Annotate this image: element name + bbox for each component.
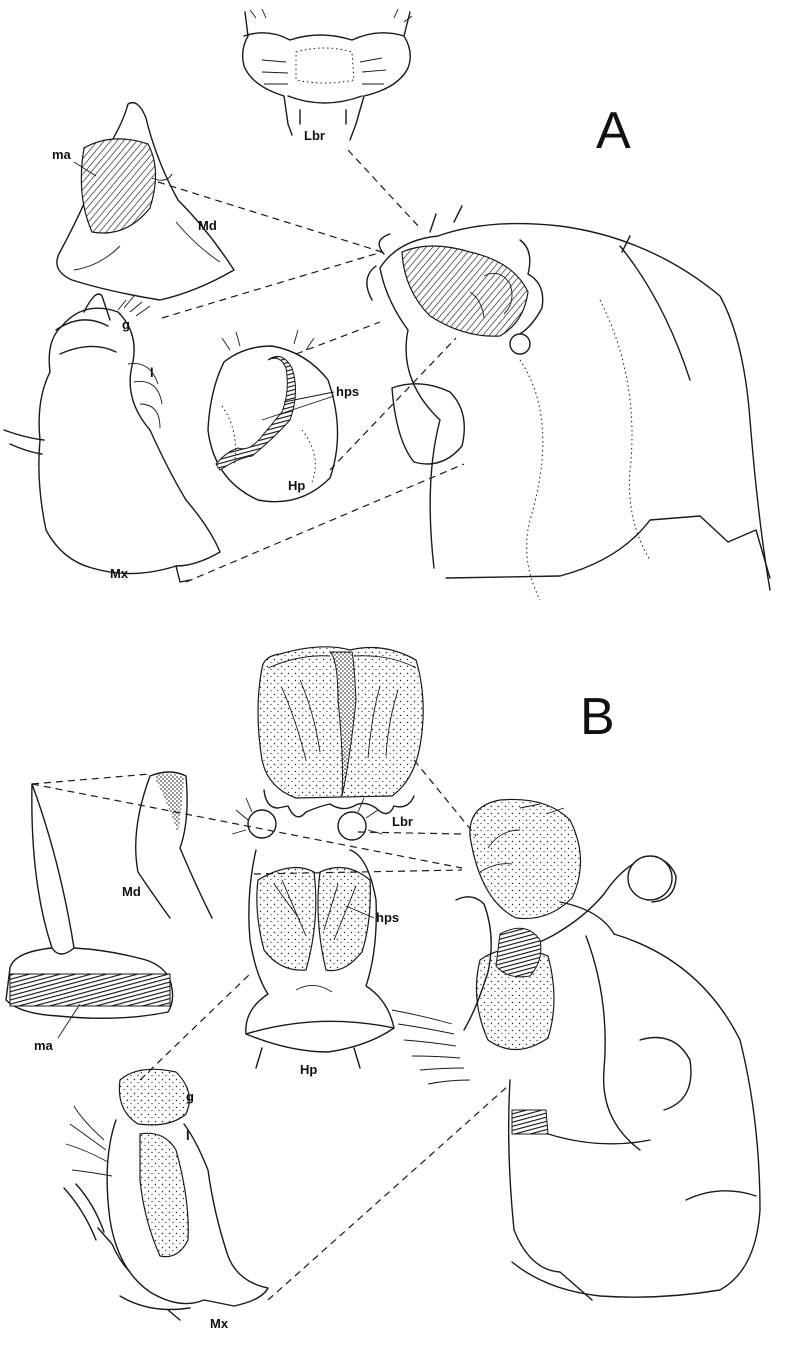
panel-b-label-md: Md <box>122 884 141 899</box>
panel-a-letter: A <box>596 102 631 160</box>
panel-b-label-lbr: Lbr <box>392 814 413 829</box>
panel-a-label-l: l <box>150 365 154 380</box>
panel-a-label-g: g <box>122 317 130 332</box>
panel-b-labrum-drawing <box>258 647 423 817</box>
panel-b-maxilla-drawing <box>64 1069 268 1320</box>
panel-b-connectors <box>32 760 508 1300</box>
panel-a-connectors <box>158 150 464 582</box>
panel-a-label-hps: hps <box>336 384 359 399</box>
panel-a-maxilla-drawing <box>4 294 220 582</box>
panel-b-letter: B <box>580 688 615 746</box>
panel-a-label-lbr: Lbr <box>304 128 325 143</box>
panel-a-mandible-drawing <box>57 103 234 300</box>
panel-b-label-l: l <box>186 1128 190 1143</box>
panel-a-label-hp: Hp <box>288 478 305 493</box>
panel-b: B Lbr Md ma <box>6 647 760 1331</box>
panel-b-label-g: g <box>186 1089 194 1104</box>
panel-a-hypopharynx-drawing <box>208 330 338 502</box>
panel-b-label-mx: Mx <box>210 1316 229 1331</box>
panel-b-label-ma: ma <box>34 1038 54 1053</box>
panel-a-labrum-drawing <box>243 9 412 140</box>
panel-b-head-drawing <box>392 799 760 1300</box>
panel-a-head-drawing <box>367 206 770 600</box>
panel-b-hypopharynx-drawing <box>232 798 394 1068</box>
panel-b-mandible-drawing <box>6 772 212 1018</box>
panel-b-label-hps: hps <box>376 910 399 925</box>
panel-a: A Lbr ma Md g l Mx <box>4 9 770 600</box>
panel-a-label-mx: Mx <box>110 566 129 581</box>
panel-a-label-ma: ma <box>52 147 72 162</box>
panel-a-label-md: Md <box>198 218 217 233</box>
panel-b-label-hp: Hp <box>300 1062 317 1077</box>
